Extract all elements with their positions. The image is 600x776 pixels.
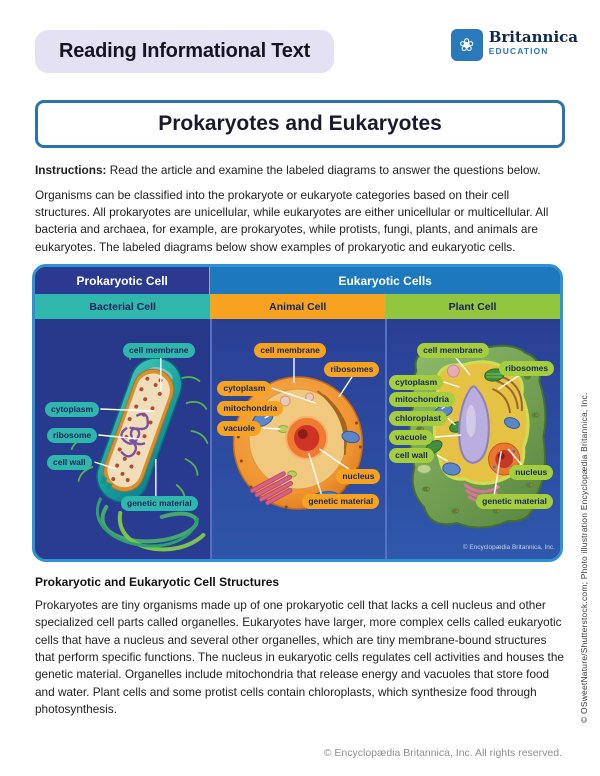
britannica-logo: ❀ Britannica EDUCATION	[450, 28, 578, 61]
label-plant-cell-membrane: cell membrane	[417, 343, 489, 358]
label-animal-cell-membrane: cell membrane	[254, 343, 326, 358]
label-animal-cytoplasm: cytoplasm	[217, 381, 272, 396]
plant-cell-panel: cell membrane ribosomes cytoplasm mitoch…	[385, 319, 560, 559]
label-bacterial-ribosome: ribosome	[47, 428, 98, 443]
label-bacterial-cytoplasm: cytoplasm	[45, 402, 100, 417]
article-body: Prokaryotes are tiny organisms made up o…	[35, 598, 564, 716]
page-title: Prokaryotes and Eukaryotes	[158, 112, 442, 135]
worksheet-title-box: Prokaryotes and Eukaryotes	[35, 100, 565, 148]
diagram-body: cell membrane cytoplasm ribosome cell wa…	[35, 319, 560, 559]
footer-copyright: © Encyclopædia Britannica, Inc. All righ…	[323, 747, 562, 759]
diagram-group-header-row: Prokaryotic Cell Eukaryotic Cells	[35, 267, 560, 294]
article-heading: Prokaryotic and Eukaryotic Cell Structur…	[35, 575, 280, 589]
label-plant-ribosomes: ribosomes	[499, 361, 555, 376]
header-eukaryotic-cells: Eukaryotic Cells	[210, 267, 560, 294]
bacterial-cell-panel: cell membrane cytoplasm ribosome cell wa…	[35, 319, 211, 559]
subheader-bacterial-cell: Bacterial Cell	[35, 294, 211, 319]
label-plant-cytoplasm: cytoplasm	[389, 375, 444, 390]
label-animal-mitochondria: mitochondria	[217, 401, 284, 416]
animal-cell-panel: cell membrane ribosomes cytoplasm mitoch…	[210, 319, 386, 559]
subheader-plant-cell: Plant Cell	[385, 294, 560, 319]
header-prokaryotic-cell: Prokaryotic Cell	[35, 267, 211, 294]
page-category-badge: Reading Informational Text	[35, 30, 335, 73]
logo-division: EDUCATION	[488, 45, 549, 56]
label-animal-nucleus: nucleus	[336, 469, 381, 484]
label-plant-genetic-material: genetic material	[476, 494, 553, 509]
label-plant-vacuole: vacuole	[389, 430, 433, 445]
instructions-label: Instructions:	[35, 163, 107, 177]
label-plant-chloroplast: chloroplast	[389, 411, 447, 426]
cell-diagram: Prokaryotic Cell Eukaryotic Cells Bacter…	[32, 264, 563, 562]
label-bacterial-genetic-material: genetic material	[121, 496, 198, 511]
label-plant-nucleus: nucleus	[509, 465, 554, 480]
label-bacterial-cell-wall: cell wall	[47, 455, 92, 470]
label-animal-ribosomes: ribosomes	[324, 362, 380, 377]
label-animal-vacuole: vacuole	[217, 421, 261, 436]
label-animal-genetic-material: genetic material	[302, 494, 380, 509]
instructions-text: Read the article and examine the labeled…	[106, 163, 541, 177]
diagram-subheader-row: Bacterial Cell Animal Cell Plant Cell	[35, 294, 560, 319]
bacterial-cell-illustration	[70, 344, 209, 552]
thistle-icon: ❀	[450, 29, 483, 61]
logo-brand: Britannica	[488, 28, 578, 46]
instructions-line: Instructions: Read the article and exami…	[35, 163, 565, 177]
subheader-animal-cell: Animal Cell	[210, 294, 386, 319]
label-plant-cell-wall: cell wall	[389, 448, 434, 463]
label-plant-mitochondria: mitochondria	[389, 392, 455, 407]
image-copyright: © Encyclopædia Britannica, Inc.	[462, 544, 555, 551]
intro-paragraph: Organisms can be classified into the pro…	[35, 188, 549, 254]
vertical-photo-credit: © OSweetNature/Shutterstock.com; Photo i…	[579, 392, 589, 724]
label-bacterial-cell-membrane: cell membrane	[123, 343, 195, 358]
